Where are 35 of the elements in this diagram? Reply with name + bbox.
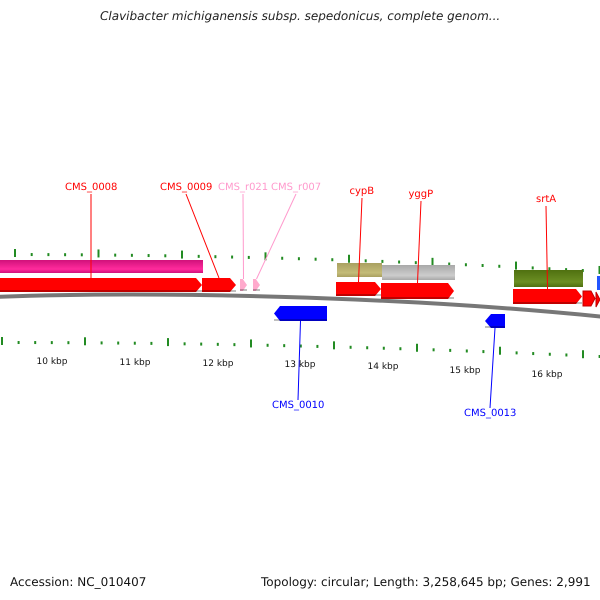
gene-label: CMS_r021 — [218, 182, 268, 194]
leader-line — [256, 194, 296, 280]
gene-label: CMS_0009 — [160, 182, 212, 194]
leader-line — [358, 198, 362, 282]
gene-label: CMS_r007 — [271, 182, 322, 194]
tick-label: 14 kbp — [368, 361, 398, 373]
tick-label: 12 kbp — [202, 358, 234, 370]
tick-label: 15 kbp — [450, 365, 480, 377]
tick-label: 13 kbp — [284, 359, 316, 371]
title: Clavibacter michiganensis subsp. sepedonicus, complete genom... — [100, 10, 500, 22]
gene-label: CMS_0010 — [272, 400, 324, 412]
tick-label: 10 kbp — [36, 356, 68, 368]
accession-text: Accession: NC_010407 — [10, 575, 146, 590]
gene-feature — [240, 279, 247, 291]
leader-line — [90, 194, 92, 278]
gene-label: CMS_0008 — [65, 182, 118, 194]
gene-feature — [381, 283, 454, 299]
gene-label: CMS_0013 — [464, 408, 516, 420]
tick-label: 11 kbp — [120, 357, 150, 369]
gene-label: cypB — [350, 186, 374, 198]
gene-feature — [202, 278, 236, 292]
leader-line — [546, 206, 548, 290]
gene-feature — [274, 306, 327, 321]
gene-label: yggP — [408, 189, 434, 201]
gene-feature — [336, 282, 381, 296]
leader-line — [417, 200, 422, 284]
tick-label: 16 kbp — [532, 369, 562, 381]
gene-feature — [253, 279, 260, 291]
leader-line — [186, 194, 220, 278]
leader-line — [298, 320, 301, 400]
genome-summary: Topology: circular; Length: 3,258,645 bp; Genes: 2,991 — [261, 575, 591, 590]
gene-feature — [485, 314, 505, 328]
leader-line — [490, 328, 496, 408]
leader-line — [242, 194, 244, 280]
gene-label: srtA — [536, 194, 556, 206]
